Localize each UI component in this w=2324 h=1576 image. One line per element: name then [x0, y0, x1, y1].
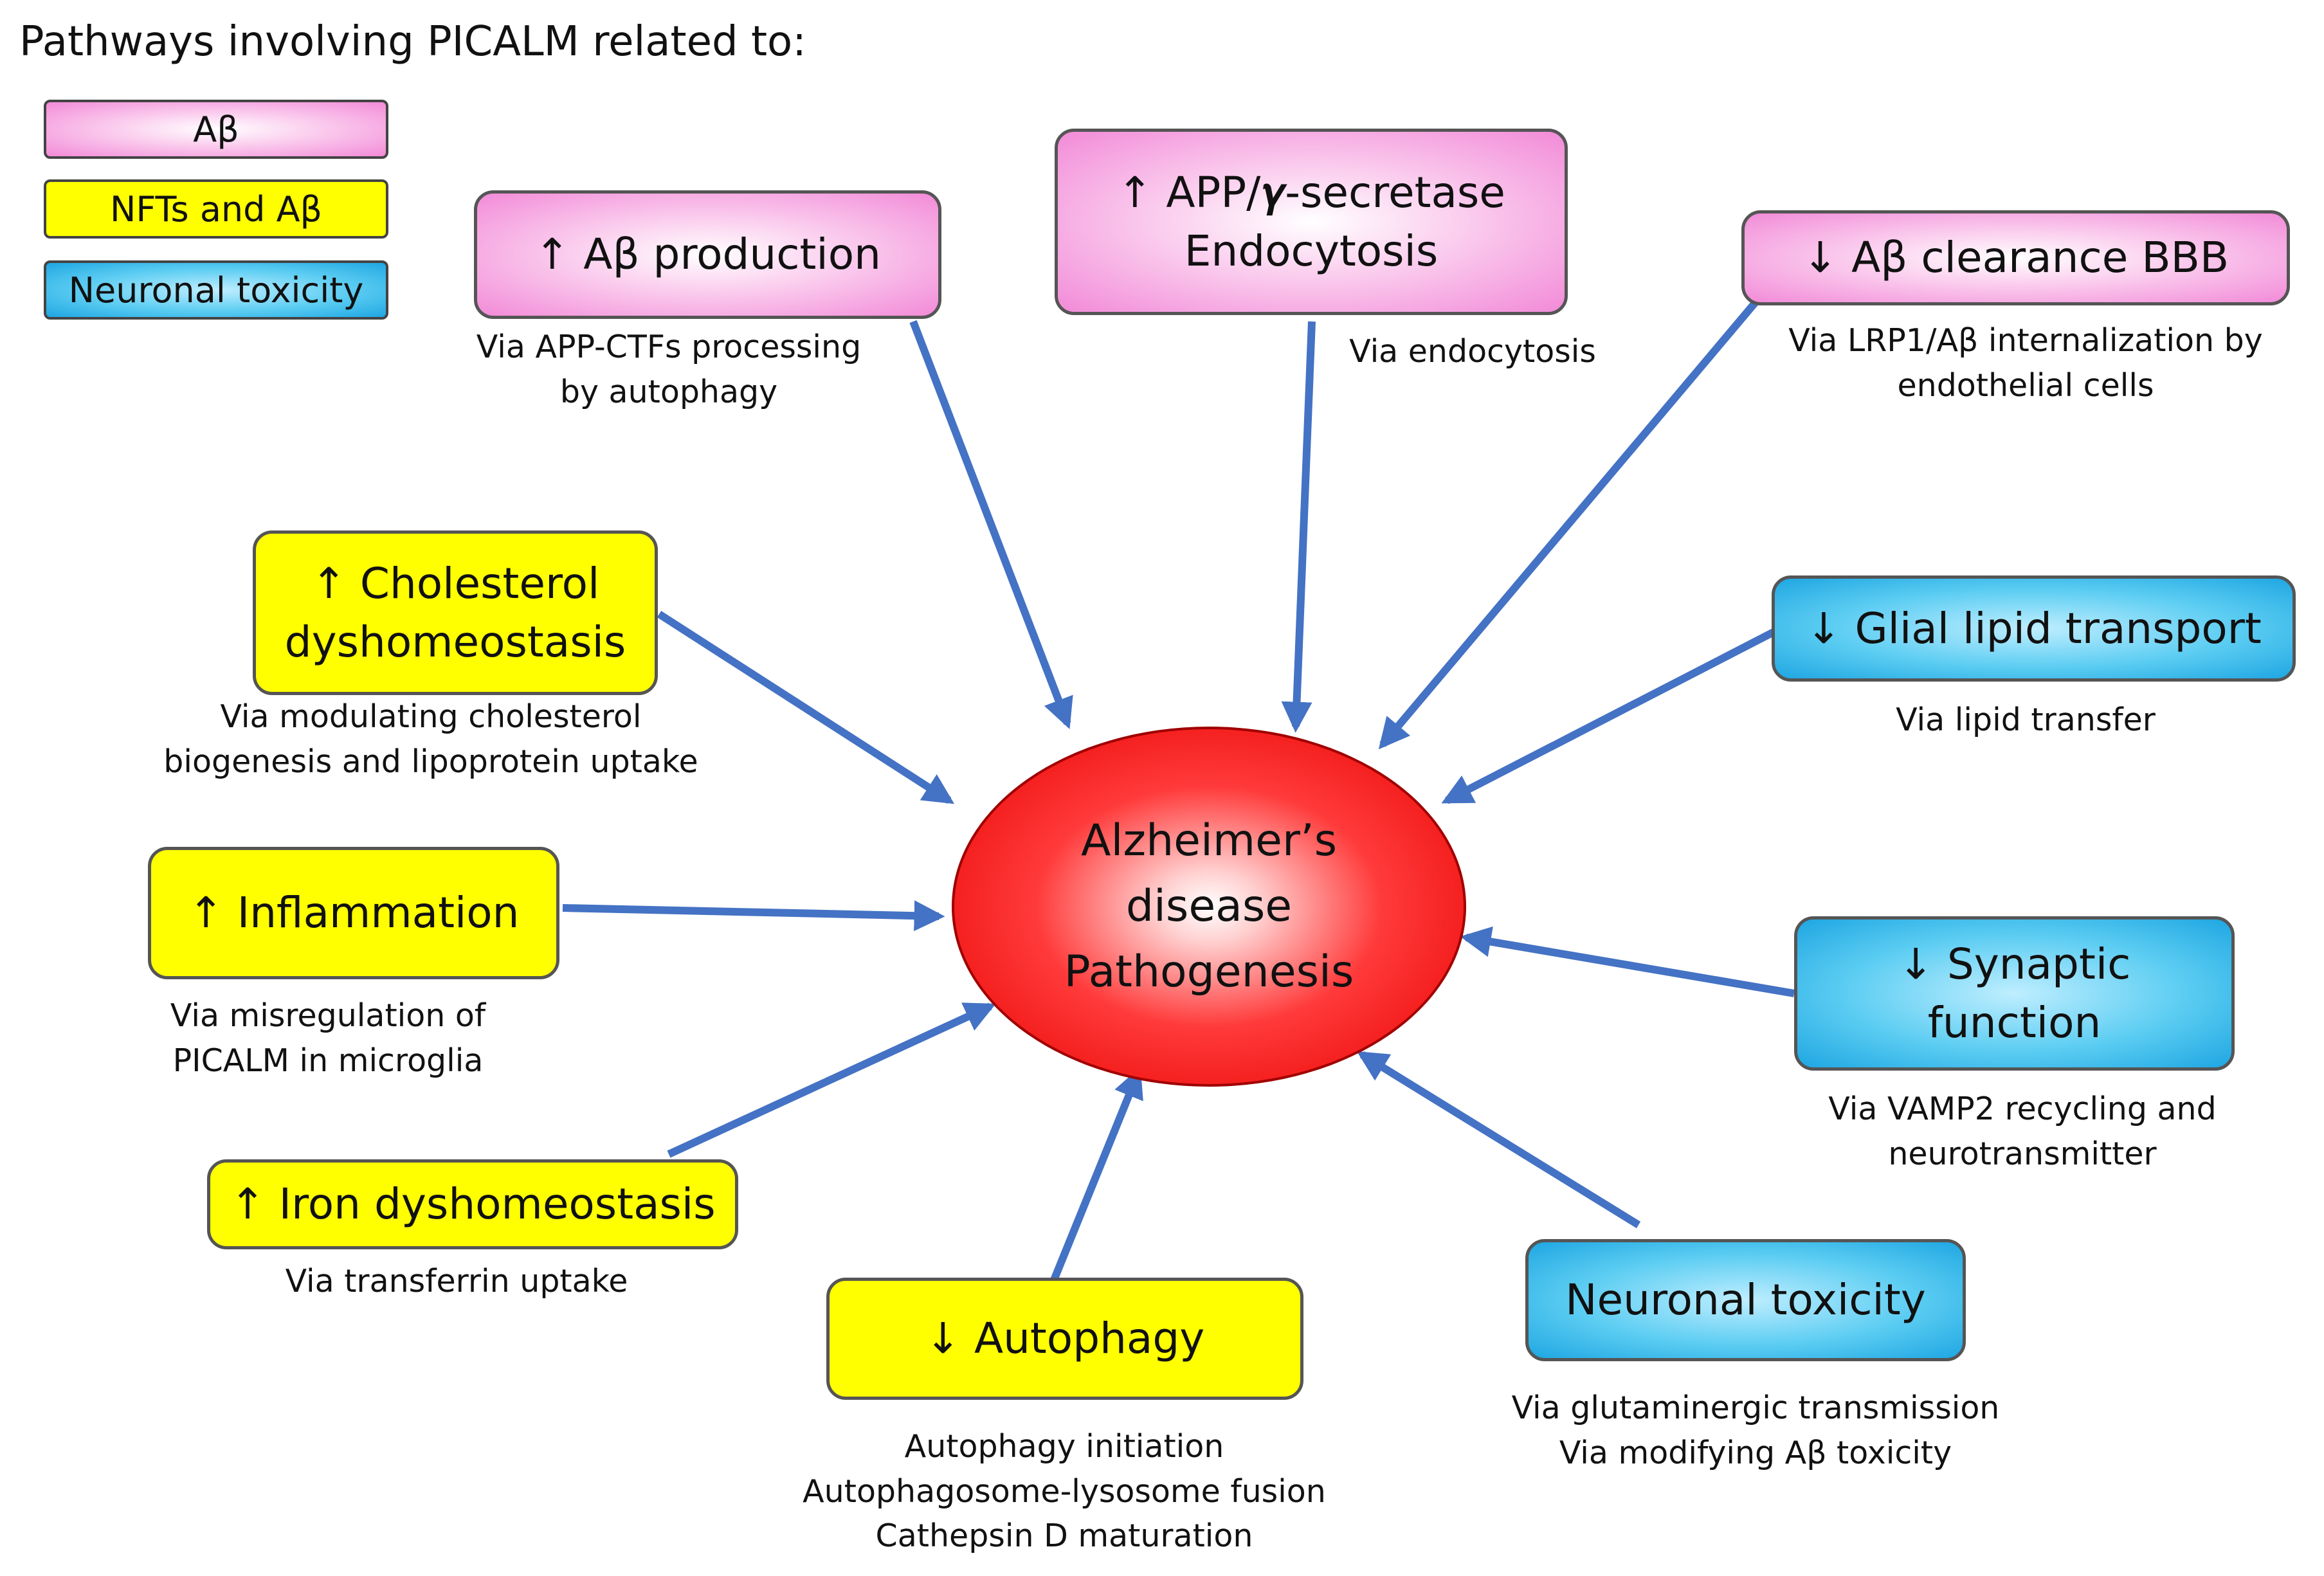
arrow-glial-lipid: [1441, 628, 1777, 804]
node-synaptic: ↓ Synaptic function: [1794, 916, 2235, 1071]
arrow-cholesterol: [657, 610, 955, 804]
note-ab-production: Via APP-CTFs processing by autophagy: [476, 329, 862, 410]
node-ab-production-label: ↑ Aβ production: [534, 230, 881, 280]
arrow-app-secretase: [1281, 321, 1316, 733]
note-neuronal-toxicity: Via glutaminergic transmission Via modif…: [1511, 1390, 2000, 1471]
note-cholesterol: Via modulating cholesterol biogenesis an…: [163, 698, 698, 780]
node-neuronal-toxicity: Neuronal toxicity: [1525, 1239, 1966, 1361]
node-inflammation-label: ↑ Inflammation: [188, 888, 520, 938]
legend-neuronal-toxicity: Neuronal toxicity: [44, 260, 388, 320]
arrow-ab-production: [909, 320, 1073, 729]
node-autophagy-label: ↓ Autophagy: [925, 1314, 1205, 1364]
node-app-secretase: ↑ APP/𝜸-secretase Endocytosis: [1055, 129, 1568, 315]
node-autophagy: ↓ Autophagy: [826, 1278, 1303, 1400]
node-ab-clearance-label: ↓ Aβ clearance BBB: [1802, 233, 2229, 283]
diagram-title: Pathways involving PICALM related to:: [19, 18, 806, 66]
arrow-synaptic: [1460, 926, 1795, 997]
arrow-neuronal-toxicity: [1356, 1051, 1641, 1229]
legend-neuronal-label: Neuronal toxicity: [68, 269, 364, 311]
legend-ab-label: Aβ: [193, 109, 239, 150]
node-synaptic-label: ↓ Synaptic function: [1898, 939, 2131, 1047]
arrow-iron: [667, 1002, 996, 1158]
center-label: Alzheimer’s disease Pathogenesis: [1064, 815, 1354, 997]
node-inflammation: ↑ Inflammation: [148, 847, 559, 979]
note-synaptic: Via VAMP2 recycling and neurotransmitter: [1828, 1091, 2217, 1172]
arrow-ab-clearance: [1378, 300, 1759, 750]
node-cholesterol: ↑ Cholesterol dyshomeostasis: [253, 530, 658, 695]
node-cholesterol-label: ↑ Cholesterol dyshomeostasis: [284, 558, 626, 667]
note-glial-lipid: Via lipid transfer: [1896, 702, 2156, 738]
arrow-inflammation: [562, 900, 945, 932]
node-glial-lipid: ↓ Glial lipid transport: [1772, 575, 2296, 682]
note-app-secretase: Via endocytosis: [1349, 333, 1596, 370]
legend-nfts-label: NFTs and Aβ: [109, 188, 322, 230]
note-ab-clearance: Via LRP1/Aβ internalization by endotheli…: [1788, 322, 2263, 404]
legend-ab: Aβ: [44, 100, 388, 159]
arrow-autophagy: [1049, 1067, 1143, 1283]
node-glial-lipid-label: ↓ Glial lipid transport: [1806, 603, 2262, 653]
node-neuronal-toxicity-label: Neuronal toxicity: [1565, 1275, 1926, 1325]
note-iron: Via transferrin uptake: [285, 1263, 628, 1300]
note-autophagy: Autophagy initiation Autophagosome-lysos…: [803, 1428, 1326, 1555]
node-ab-clearance: ↓ Aβ clearance BBB: [1741, 210, 2290, 305]
alzheimers-pathogenesis-center: Alzheimer’s disease Pathogenesis: [952, 727, 1466, 1087]
node-iron: ↑ Iron dyshomeostasis: [207, 1159, 738, 1249]
legend-nfts-and-ab: NFTs and Aβ: [44, 179, 388, 239]
node-app-secretase-label: ↑ APP/𝜸-secretase Endocytosis: [1117, 167, 1505, 276]
note-inflammation: Via misregulation of PICALM in microglia: [170, 997, 486, 1079]
node-iron-label: ↑ Iron dyshomeostasis: [230, 1179, 716, 1229]
node-ab-production: ↑ Aβ production: [474, 190, 941, 319]
